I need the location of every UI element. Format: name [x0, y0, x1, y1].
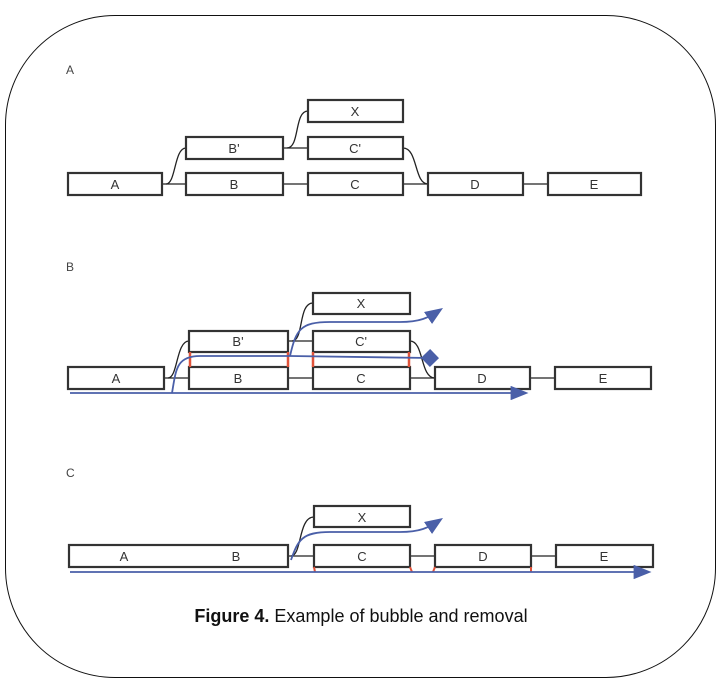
node-bprime-label: B'	[228, 141, 239, 156]
node-e	[554, 543, 655, 569]
node-a-label: A	[111, 177, 120, 192]
node-bprime-label: B'	[232, 334, 243, 349]
node-e	[546, 171, 643, 197]
node-cprime	[311, 329, 412, 354]
edge-bprime-x	[286, 110, 309, 149]
node-bprime	[187, 329, 290, 354]
node-b	[187, 365, 290, 391]
node-cprime	[306, 135, 405, 161]
edge-a-bprime	[165, 147, 187, 185]
node-c	[312, 543, 412, 569]
node-d	[433, 543, 533, 569]
node-e	[553, 365, 653, 391]
node-bprime	[184, 135, 285, 161]
node-d-label: D	[477, 371, 486, 386]
node-b	[184, 171, 285, 197]
edge-cprime-d	[409, 340, 436, 379]
edge-cprime-d	[402, 147, 429, 185]
node-x	[311, 291, 412, 316]
node-ab-merged	[67, 543, 290, 569]
node-x-label: X	[357, 296, 366, 311]
node-x-label: X	[358, 510, 367, 525]
panel-b-blue-paths	[70, 308, 529, 401]
edge-bprime-x	[291, 302, 314, 342]
node-a-label: A	[120, 549, 129, 564]
node-x	[312, 504, 412, 529]
node-e-label: E	[599, 371, 608, 386]
node-d	[426, 171, 525, 197]
panel-c-blue-paths	[70, 518, 652, 580]
node-e-label: E	[590, 177, 599, 192]
node-d-label: D	[470, 177, 479, 192]
node-cprime-label: C'	[349, 141, 361, 156]
blue-path-bubble	[171, 349, 439, 394]
panel-b-label: B	[66, 260, 74, 274]
node-b-label: B	[230, 177, 239, 192]
panel-b-red-markers	[188, 352, 411, 367]
node-d	[433, 365, 532, 391]
blue-path-x	[289, 308, 443, 357]
panel-a-label: A	[66, 63, 74, 77]
node-cprime-label: C'	[355, 334, 367, 349]
node-x-label: X	[351, 104, 360, 119]
node-x	[306, 98, 405, 124]
node-c-label: C	[350, 177, 359, 192]
node-c-label: C	[356, 371, 365, 386]
node-e-label: E	[600, 549, 609, 564]
node-c-label: C	[357, 549, 366, 564]
node-b-label: B	[234, 371, 243, 386]
panel-c-label: C	[66, 466, 75, 480]
figure-caption: Figure 4. Example of bubble and removal	[0, 606, 722, 627]
blue-path-x	[290, 518, 443, 561]
edge-a-bprime	[167, 340, 190, 379]
node-a-label: A	[112, 371, 121, 386]
figure-frame	[5, 15, 716, 678]
panel-b: B A B' B X C' C D E	[66, 260, 653, 401]
panel-a-edges	[162, 110, 548, 185]
node-c	[311, 365, 412, 391]
panel-a: A A B' B X C' C D E	[66, 63, 643, 197]
node-c	[306, 171, 405, 197]
node-b-label: B	[232, 549, 241, 564]
node-a	[66, 171, 164, 197]
node-d-label: D	[478, 549, 487, 564]
caption-label: Figure 4.	[194, 606, 270, 626]
node-a	[66, 365, 166, 391]
panel-c: C A B X C D E	[66, 466, 655, 580]
caption-text: Example of bubble and removal	[269, 606, 528, 626]
